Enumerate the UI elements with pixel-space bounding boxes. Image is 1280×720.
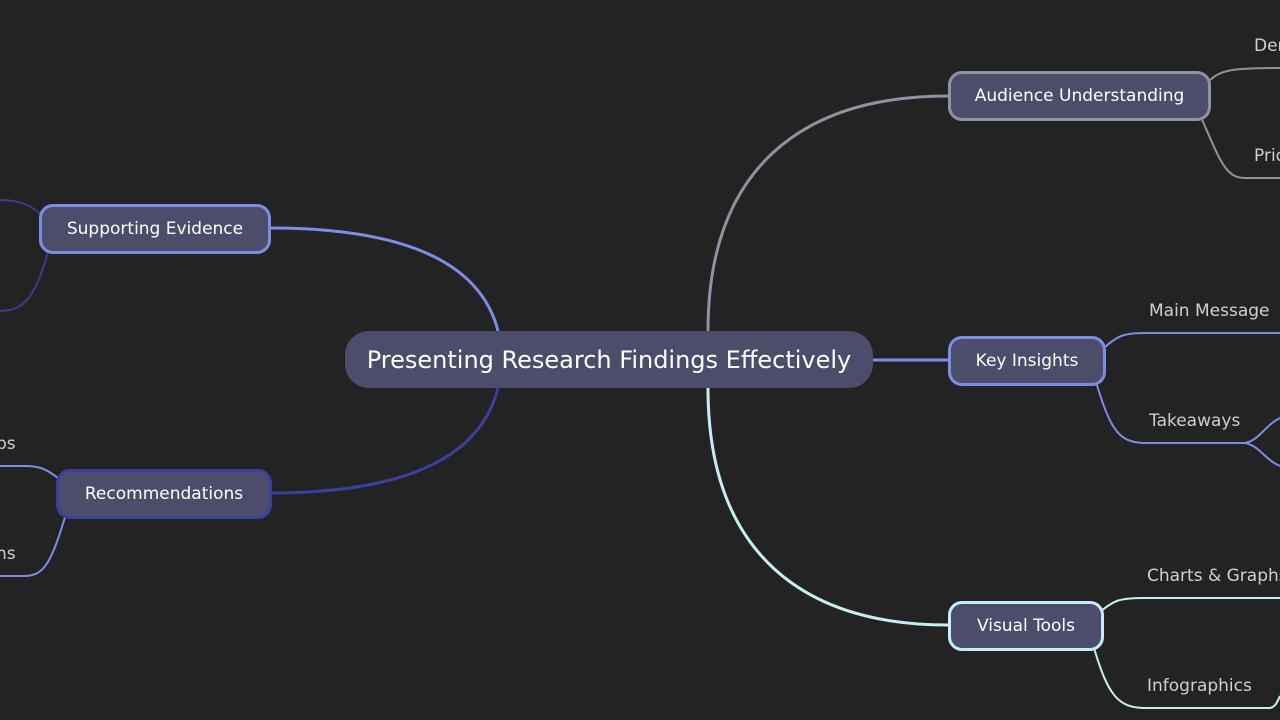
- leaf-visual-2[interactable]: Infographics: [1147, 676, 1252, 696]
- leaf-line-evidence-2: [0, 251, 49, 312]
- leaf-line-audience-2: [1199, 114, 1280, 179]
- leaf-line-audience-1: [1207, 67, 1280, 83]
- connector-audience: [706, 94, 949, 332]
- branch-node-visual[interactable]: Visual Tools: [948, 601, 1104, 651]
- leaf-recommendations-1[interactable]: ps: [0, 434, 16, 454]
- leaf-audience-1[interactable]: Der: [1254, 36, 1280, 56]
- leaf-visual-1[interactable]: Charts & Graphs: [1147, 566, 1280, 586]
- leaf-line-visual-1: [1099, 597, 1280, 613]
- branch-node-audience[interactable]: Audience Understanding: [948, 71, 1211, 121]
- leaf-line-rec-2: [0, 513, 67, 577]
- leaf-insights-1[interactable]: Main Message: [1149, 301, 1270, 321]
- branch-node-evidence[interactable]: Supporting Evidence: [39, 204, 271, 254]
- connector-evidence: [269, 226, 500, 332]
- branch-node-recommendations[interactable]: Recommendations: [56, 469, 272, 519]
- branch-node-insights[interactable]: Key Insights: [948, 336, 1106, 386]
- leaf-line-visual-2: [1093, 647, 1280, 709]
- leaf-recommendations-2[interactable]: ns: [0, 544, 16, 564]
- leaf-audience-2[interactable]: Prio: [1254, 146, 1280, 166]
- connector-visual: [706, 387, 949, 627]
- leaf-line-evidence-1: [0, 199, 43, 216]
- connector-recommendations: [269, 387, 500, 495]
- leaf-line-insights-2: [1095, 381, 1245, 444]
- leaf-line-insights-2b: [1244, 442, 1280, 467]
- leaf-line-rec-1: [0, 465, 59, 479]
- root-node[interactable]: Presenting Research Findings Effectively: [345, 331, 873, 388]
- leaf-insights-2[interactable]: Takeaways: [1149, 411, 1241, 431]
- leaf-line-insights-2a: [1244, 417, 1280, 444]
- leaf-line-insights-1: [1103, 332, 1280, 349]
